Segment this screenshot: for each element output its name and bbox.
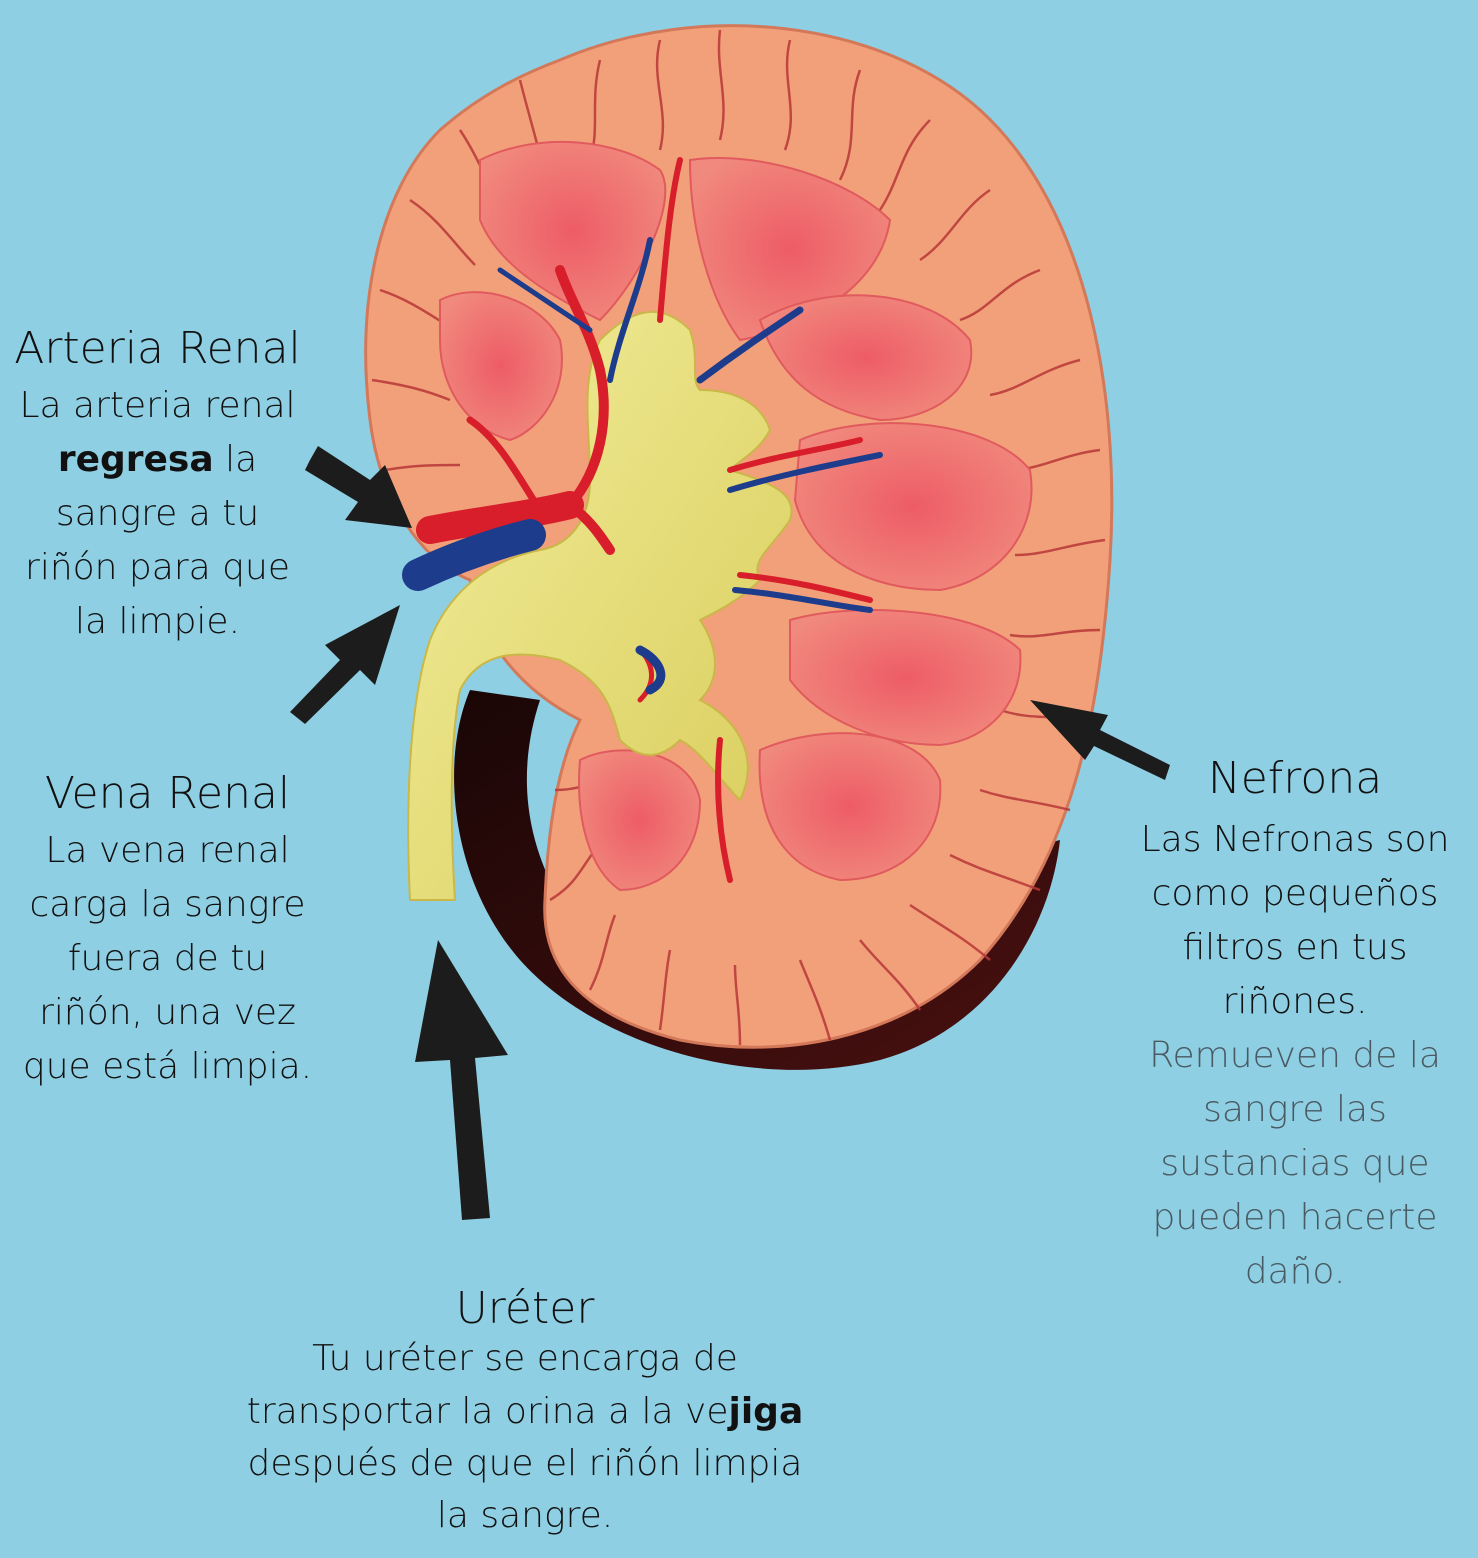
vena-line-4: riñón, una vez <box>5 986 330 1040</box>
arteria-title: Arteria Renal <box>5 325 310 373</box>
vena-description: La vena renal carga la sangre fuera de t… <box>5 824 330 1094</box>
nefrona-title: Nefrona <box>1120 755 1470 803</box>
nefrona-sub-2: sangre las <box>1120 1083 1470 1137</box>
ureter-label: Uréter Tu uréter se encarga de transport… <box>160 1285 890 1542</box>
nefrona-line-4: riñones. <box>1120 975 1470 1029</box>
vena-renal-label: Vena Renal La vena renal carga la sangre… <box>5 770 330 1094</box>
ureter-line-4: la sangre. <box>160 1490 890 1542</box>
vena-line-1: La vena renal <box>5 824 330 878</box>
ureter-line-1: Tu uréter se encarga de <box>160 1333 890 1385</box>
nefrona-subtext: Remueven de la sangre las sustancias que… <box>1120 1029 1470 1299</box>
ureter-line-3: después de que el riñón limpia <box>160 1438 890 1490</box>
nefrona-sub-1: Remueven de la <box>1120 1029 1470 1083</box>
nefrona-description: Las Nefronas son como pequeños filtros e… <box>1120 813 1470 1029</box>
arteria-line-2-rest: la <box>214 439 258 480</box>
arteria-description: La arteria renal regresa la sangre a tu … <box>5 379 310 649</box>
nefrona-line-2: como pequeños <box>1120 867 1470 921</box>
ureter-description: Tu uréter se encarga de transportar la o… <box>160 1333 890 1542</box>
ureter-line-2: transportar la orina a la vejiga <box>160 1386 890 1438</box>
arteria-line-2: regresa la <box>5 433 310 487</box>
vena-line-2: carga la sangre <box>5 878 330 932</box>
arteria-bold-word: regresa <box>58 439 214 480</box>
nefrona-sub-5: daño. <box>1120 1245 1470 1299</box>
nefrona-line-1: Las Nefronas son <box>1120 813 1470 867</box>
arteria-line-4: riñón para que <box>5 541 310 595</box>
arrow-ureter <box>415 940 508 1220</box>
vena-title: Vena Renal <box>5 770 330 818</box>
vena-line-3: fuera de tu <box>5 932 330 986</box>
ureter-line-2-a: transportar la orina a la ve <box>247 1391 729 1432</box>
arteria-line-1: La arteria renal <box>5 379 310 433</box>
nefrona-line-3: filtros en tus <box>1120 921 1470 975</box>
arteria-renal-label: Arteria Renal La arteria renal regresa l… <box>5 325 310 649</box>
arteria-line-5: la limpie. <box>5 595 310 649</box>
nefrona-label: Nefrona Las Nefronas son como pequeños f… <box>1120 755 1470 1299</box>
nefrona-sub-4: pueden hacerte <box>1120 1191 1470 1245</box>
vena-line-5: que está limpia. <box>5 1040 330 1094</box>
ureter-title: Uréter <box>160 1285 890 1333</box>
arteria-line-3: sangre a tu <box>5 487 310 541</box>
nefrona-sub-3: sustancias que <box>1120 1137 1470 1191</box>
ureter-bold-word: jiga <box>729 1391 804 1432</box>
